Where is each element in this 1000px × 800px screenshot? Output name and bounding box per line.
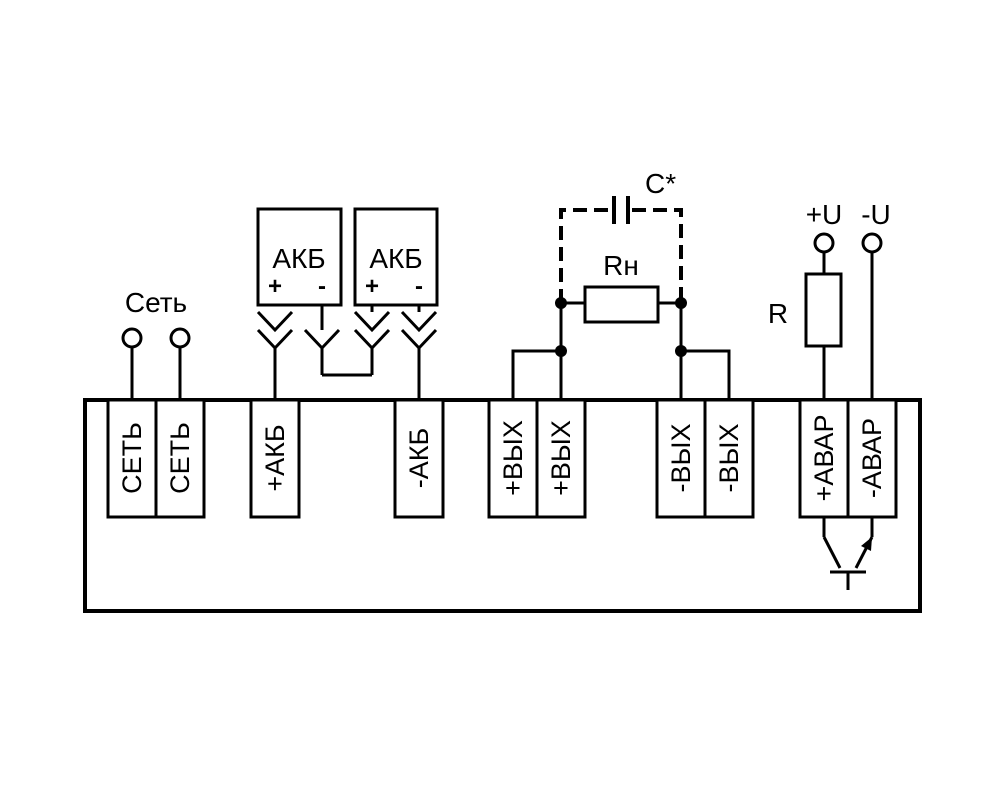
battery-connector-plus-akb <box>256 310 294 400</box>
minus-u-terminal <box>861 232 883 254</box>
mains-input <box>121 327 191 400</box>
terminal-label-plus-out-1: +ВЫХ <box>498 420 528 496</box>
load-resistor-label: Rн <box>603 250 639 281</box>
battery-1-minus: - <box>318 273 326 300</box>
plus-u-label: +U <box>806 199 843 230</box>
battery-connector-minus-akb <box>400 305 438 400</box>
capacitor-label: С* <box>645 168 676 199</box>
junction-dots <box>555 297 687 357</box>
terminal-label-minus-akb: -АКБ <box>404 428 434 488</box>
minus-u-label: -U <box>861 199 891 230</box>
battery-2-label: АКБ <box>369 243 422 274</box>
terminal-label-mains-1: СЕТЬ <box>117 422 147 494</box>
alarm-transistor <box>822 517 874 590</box>
terminal-label-plus-alarm: +АВАР <box>809 415 839 502</box>
battery-1-label: АКБ <box>272 243 325 274</box>
alarm-wiring <box>813 232 883 400</box>
mains-terminal-2 <box>169 327 191 349</box>
load-resistor <box>583 285 660 324</box>
terminal-label-plus-out-2: +ВЫХ <box>546 420 576 496</box>
alarm-resistor-label: R <box>768 298 788 329</box>
terminal-block-minus-out <box>655 398 755 519</box>
terminal-block-plus-out <box>487 398 587 519</box>
terminal-label-minus-alarm: -АВАР <box>857 418 887 498</box>
optional-capacitor <box>559 196 683 303</box>
mains-label: Сеть <box>125 287 187 318</box>
terminal-block-alarm <box>798 398 898 519</box>
terminal-label-mains-2: СЕТЬ <box>165 422 195 494</box>
terminal-label-minus-out-1: -ВЫХ <box>666 424 696 493</box>
plus-u-terminal <box>813 232 835 254</box>
battery-2-plus: + <box>365 273 379 300</box>
battery-1 <box>256 207 343 307</box>
battery-1-plus: + <box>268 273 282 300</box>
terminal-label-minus-out-2: -ВЫХ <box>714 424 744 493</box>
battery-2-minus: - <box>415 273 423 300</box>
battery-2 <box>353 207 439 307</box>
terminal-label-plus-akb: +АКБ <box>260 424 290 491</box>
mains-terminal-1 <box>121 327 143 349</box>
alarm-resistor <box>804 272 843 348</box>
battery-connector-bridge <box>303 305 391 377</box>
